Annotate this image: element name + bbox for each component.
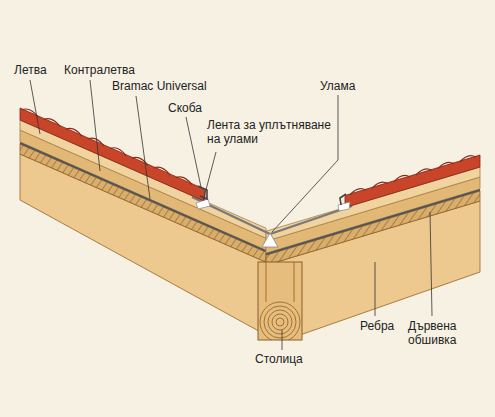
leader-lines [30,80,432,350]
part-label: Улама [320,79,355,93]
underlay [20,143,266,251]
part-label: Скоба [168,101,202,115]
tile-wave [372,182,388,188]
valley-sheet [192,197,352,234]
tile-wave [110,148,126,156]
tile-wave [66,128,82,136]
tile-profile [22,109,476,195]
tile-wave [394,175,410,181]
tile-clip [340,194,346,205]
tile-wave [416,169,432,175]
part-label: Дървена обшивка [408,319,488,347]
tile-wave [438,162,454,168]
underlay [266,190,480,254]
part-label: Лента за уплътняване на улами [207,118,332,146]
part-label: Bramac Universal [112,79,207,93]
beam [258,262,302,340]
roof-tiles [20,108,205,201]
tile-wave [44,119,60,127]
tile-wave [460,156,476,162]
part-label: Летва [14,63,47,77]
valley-fold [262,233,278,247]
beam-grain [260,262,300,340]
roof-tiles [345,155,480,208]
tile-wave [154,167,170,175]
part-label: Контралетва [64,63,135,77]
part-label: Ребра [360,319,394,333]
tile-wave [350,189,366,195]
tile-wave [88,138,104,146]
part-label: Столица [255,352,303,366]
sealing-tape [338,202,350,211]
tile-wave [176,177,192,185]
